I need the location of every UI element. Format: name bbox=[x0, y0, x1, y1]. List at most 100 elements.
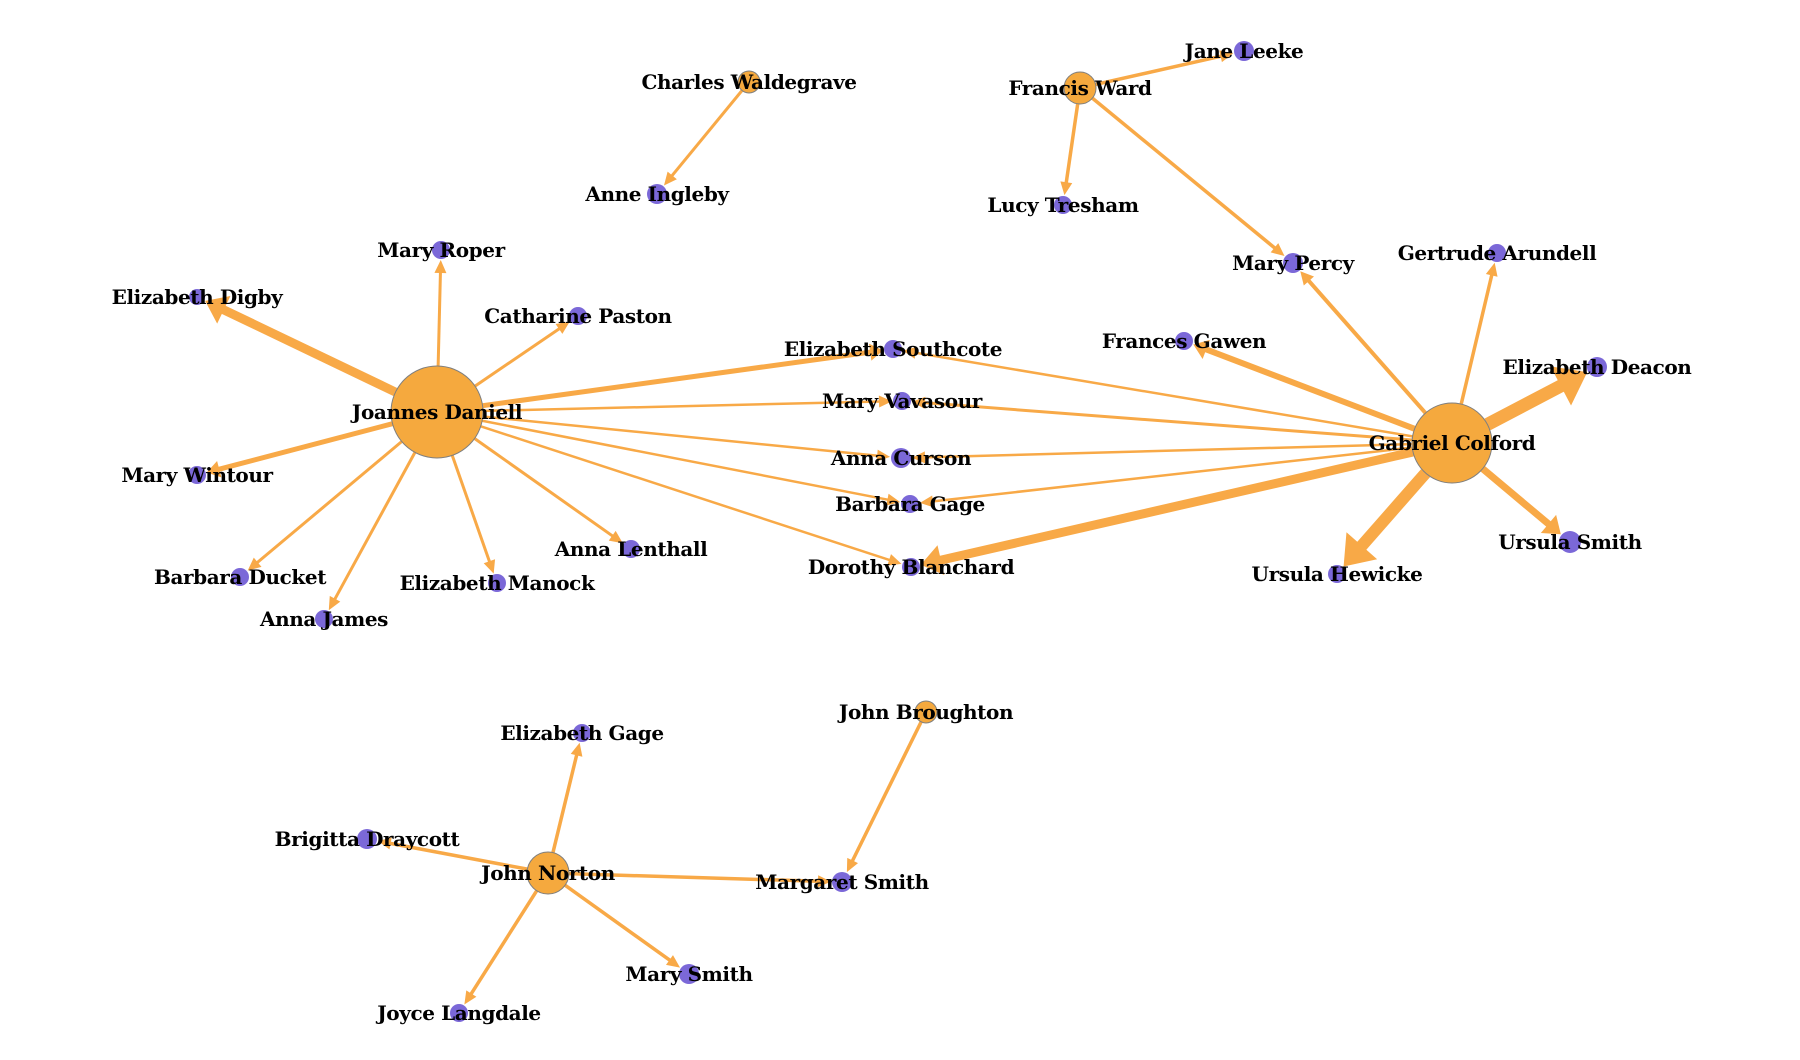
node-mary-roper[interactable] bbox=[432, 241, 450, 259]
nodes-layer bbox=[188, 41, 1607, 1022]
edge-joannes-daniell-to-anna-lenthall bbox=[473, 437, 623, 544]
node-anne-ingleby[interactable] bbox=[647, 184, 667, 204]
edge-joannes-daniell-to-anna-james bbox=[328, 451, 417, 611]
label-elizabeth-southcote: Elizabeth Southcote bbox=[784, 337, 1002, 361]
node-mary-percy[interactable] bbox=[1283, 253, 1303, 273]
edge-joannes-daniell-to-barbara-ducket bbox=[247, 440, 403, 571]
edge-gabriel-colford-to-ursula-smith bbox=[1480, 466, 1561, 535]
edge-john-norton-to-mary-smith bbox=[564, 883, 681, 968]
edge-gabriel-colford-to-elizabeth-southcote bbox=[902, 346, 1413, 438]
edge-arrowhead bbox=[876, 449, 891, 462]
edge-line bbox=[436, 271, 442, 367]
node-charles-waldegrave[interactable] bbox=[737, 70, 761, 94]
edge-gabriel-colford-to-elizabeth-deacon bbox=[1484, 366, 1588, 431]
edge-arrowhead bbox=[663, 171, 677, 186]
edge-line bbox=[333, 451, 417, 601]
label-dorothy-blanchard: Dorothy Blanchard bbox=[808, 555, 1015, 579]
label-francis-ward: Francis Ward bbox=[1008, 76, 1152, 100]
edge-gabriel-colford-to-dorothy-blanchard bbox=[920, 447, 1415, 576]
label-mary-percy: Mary Percy bbox=[1232, 251, 1356, 275]
node-margaret-smith[interactable] bbox=[832, 872, 852, 892]
node-john-norton[interactable] bbox=[526, 851, 570, 895]
node-frances-gawen[interactable] bbox=[1175, 332, 1193, 350]
edge-line bbox=[923, 401, 1413, 442]
edge-line bbox=[1459, 274, 1494, 405]
label-mary-smith: Mary Smith bbox=[625, 962, 753, 986]
edge-line bbox=[1064, 103, 1080, 184]
edge-line bbox=[1484, 379, 1565, 431]
node-mary-smith[interactable] bbox=[679, 964, 699, 984]
node-anna-james[interactable] bbox=[315, 610, 333, 628]
edge-line bbox=[1204, 346, 1416, 432]
label-frances-gawen: Frances Gawen bbox=[1102, 329, 1267, 353]
label-ursula-hewicke: Ursula Hewicke bbox=[1252, 562, 1423, 586]
edge-francis-ward-to-jane-leeke bbox=[1095, 50, 1234, 87]
node-elizabeth-manock[interactable] bbox=[488, 574, 506, 592]
edge-arrowhead bbox=[483, 559, 496, 574]
edge-arrowhead bbox=[1485, 262, 1498, 277]
edge-joannes-daniell-to-mary-roper bbox=[434, 259, 447, 367]
node-ursula-smith[interactable] bbox=[1559, 531, 1581, 553]
node-dorothy-blanchard[interactable] bbox=[902, 558, 920, 576]
node-catharine-paston[interactable] bbox=[569, 307, 587, 325]
label-mary-vavasour: Mary Vavasour bbox=[822, 389, 983, 413]
node-elizabeth-digby[interactable] bbox=[189, 289, 205, 305]
node-mary-wintour[interactable] bbox=[188, 466, 206, 484]
edge-arrowhead bbox=[1270, 243, 1285, 257]
label-elizabeth-deacon: Elizabeth Deacon bbox=[1503, 355, 1693, 379]
node-mary-vavasour[interactable] bbox=[893, 392, 911, 410]
edge-john-norton-to-margaret-smith bbox=[568, 871, 832, 888]
node-elizabeth-gage[interactable] bbox=[573, 724, 591, 742]
edge-arrowhead bbox=[434, 259, 447, 274]
node-francis-ward[interactable] bbox=[1063, 71, 1097, 105]
node-john-broughton[interactable] bbox=[914, 700, 938, 724]
edge-john-norton-to-elizabeth-gage bbox=[551, 742, 583, 854]
label-elizabeth-manock: Elizabeth Manock bbox=[400, 571, 596, 595]
edge-arrowhead bbox=[1343, 532, 1378, 567]
edge-line bbox=[217, 421, 394, 472]
label-john-norton: John Norton bbox=[479, 861, 616, 885]
edge-arrowhead bbox=[920, 545, 945, 576]
edge-francis-ward-to-mary-percy bbox=[1091, 96, 1285, 257]
edge-arrowhead bbox=[464, 990, 477, 1005]
edge-line bbox=[480, 425, 891, 562]
label-gertrude-arundell: Gertrude Arundell bbox=[1398, 241, 1597, 265]
edge-john-broughton-to-margaret-smith bbox=[846, 721, 923, 873]
edge-arrowhead bbox=[846, 857, 859, 873]
edge-arrowhead bbox=[878, 395, 893, 408]
label-gabriel-colford: Gabriel Colford bbox=[1369, 431, 1536, 455]
node-barbara-ducket[interactable] bbox=[231, 568, 249, 586]
node-gertrude-arundell[interactable] bbox=[1488, 244, 1506, 262]
node-joannes-daniell[interactable] bbox=[390, 365, 484, 459]
edge-arrowhead bbox=[1060, 181, 1073, 196]
edge-joannes-daniell-to-mary-wintour bbox=[206, 421, 394, 478]
edge-line bbox=[1306, 278, 1428, 415]
edge-arrowhead bbox=[377, 837, 392, 850]
node-elizabeth-deacon[interactable] bbox=[1587, 357, 1607, 377]
edge-gabriel-colford-to-mary-vavasour bbox=[911, 396, 1413, 442]
edge-arrowhead bbox=[555, 321, 570, 334]
node-barbara-gage[interactable] bbox=[901, 495, 919, 513]
label-john-broughton: John Broughton bbox=[837, 700, 1014, 724]
node-anna-lenthall[interactable] bbox=[622, 540, 640, 558]
edge-arrowhead bbox=[886, 493, 901, 506]
edge-charles-waldegrave-to-anne-ingleby bbox=[663, 89, 744, 186]
edge-arrowhead bbox=[911, 396, 926, 409]
node-jane-leeke[interactable] bbox=[1234, 41, 1254, 61]
edge-line bbox=[474, 327, 561, 388]
edge-joannes-daniell-to-anna-curson bbox=[482, 415, 891, 462]
node-ursula-hewicke[interactable] bbox=[1328, 565, 1346, 583]
label-ursula-smith: Ursula Smith bbox=[1498, 530, 1642, 554]
node-brigitta-draycott[interactable] bbox=[357, 829, 377, 849]
node-joyce-langdale[interactable] bbox=[450, 1004, 468, 1022]
edge-joannes-daniell-to-barbara-gage bbox=[481, 419, 901, 506]
label-anna-lenthall: Anna Lenthall bbox=[554, 537, 708, 561]
edge-line bbox=[473, 437, 614, 538]
edge-line bbox=[482, 415, 879, 457]
node-gabriel-colford[interactable] bbox=[1411, 402, 1493, 484]
node-elizabeth-southcote[interactable] bbox=[884, 340, 902, 358]
edge-joannes-daniell-to-dorothy-blanchard bbox=[480, 425, 902, 566]
node-lucy-tresham[interactable] bbox=[1054, 196, 1072, 214]
node-anna-curson[interactable] bbox=[891, 448, 911, 468]
